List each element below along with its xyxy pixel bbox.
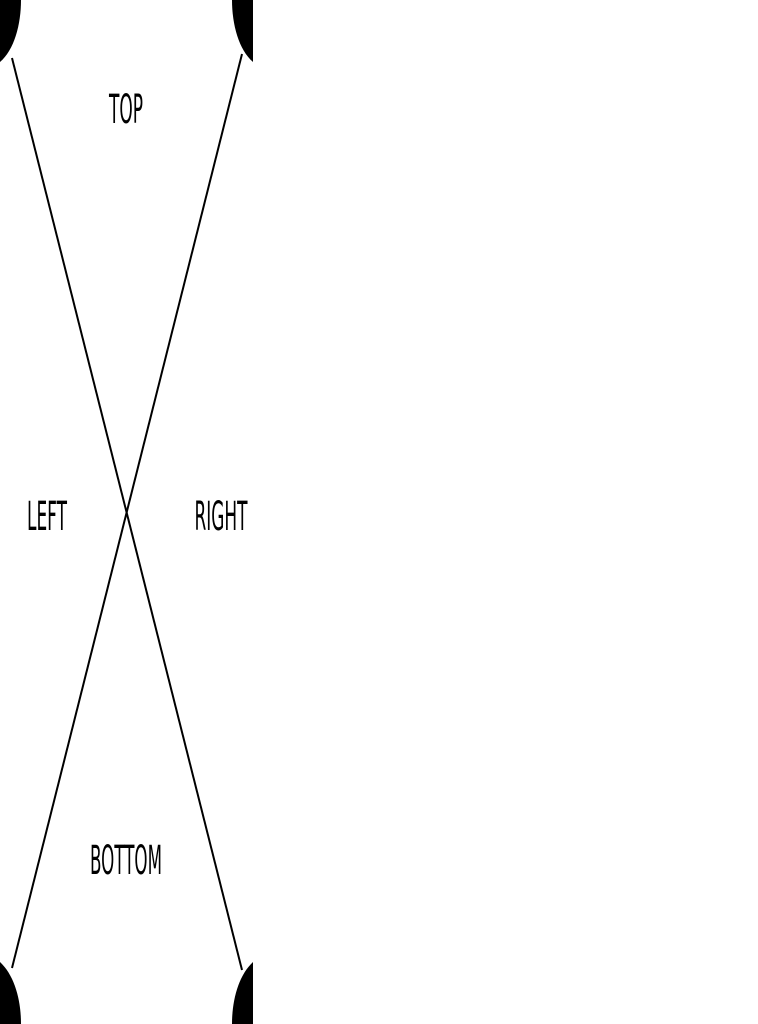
diagonal-line-ascending: [11, 53, 243, 969]
label-bottom: BOTTOM: [90, 838, 162, 884]
label-top: TOP: [109, 87, 143, 133]
corner-marker-bottom-left: [0, 962, 21, 1024]
label-right: RIGHT: [195, 494, 248, 540]
corner-marker-top-left: [0, 0, 21, 62]
corner-marker-top-right: [232, 0, 253, 62]
corner-marker-bottom-right: [232, 962, 253, 1024]
label-left: LEFT: [27, 494, 67, 540]
